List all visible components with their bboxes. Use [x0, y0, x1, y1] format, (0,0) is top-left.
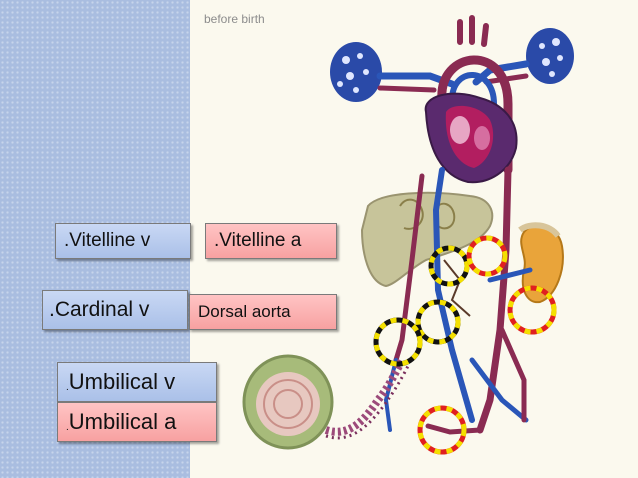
label-umbilical-v-dot: . — [66, 382, 69, 393]
label-umbilical-v: . Umbilical v — [57, 362, 217, 402]
label-vitelline-a-text: .Vitelline a — [214, 230, 302, 251]
highlight-red-yellow-circles — [417, 235, 557, 455]
descending-vessels — [383, 166, 533, 435]
diagram-caption: before birth — [204, 12, 265, 26]
left-lung — [330, 42, 382, 102]
label-vitelline-a: .Vitelline a — [205, 223, 337, 259]
gut-loop — [443, 259, 471, 317]
label-vitelline-v-text: .Vitelline v — [64, 230, 151, 251]
label-dorsal-aorta-text: Dorsal aorta — [198, 302, 291, 321]
label-cardinal-v-text: .Cardinal v — [49, 298, 150, 321]
label-umbilical-a: . Umbilical a — [57, 402, 217, 442]
label-umbilical-v-text: Umbilical v — [68, 369, 176, 394]
label-cardinal-v: .Cardinal v — [42, 290, 188, 330]
label-dorsal-aorta: Dorsal aorta — [189, 294, 337, 330]
highlight-black-yellow-circles — [373, 245, 470, 367]
placenta — [242, 354, 334, 450]
heart — [424, 92, 518, 184]
liver — [360, 191, 494, 288]
right-lung — [526, 28, 574, 84]
kidney — [518, 222, 564, 304]
label-umbilical-a-text: Umbilical a — [68, 409, 177, 434]
label-umbilical-a-dot: . — [66, 422, 69, 433]
umbilical-cord — [324, 358, 410, 440]
fetal-circulation-diagram — [242, 15, 574, 455]
aortic-arch — [437, 15, 513, 175]
label-vitelline-v: .Vitelline v — [55, 223, 191, 259]
